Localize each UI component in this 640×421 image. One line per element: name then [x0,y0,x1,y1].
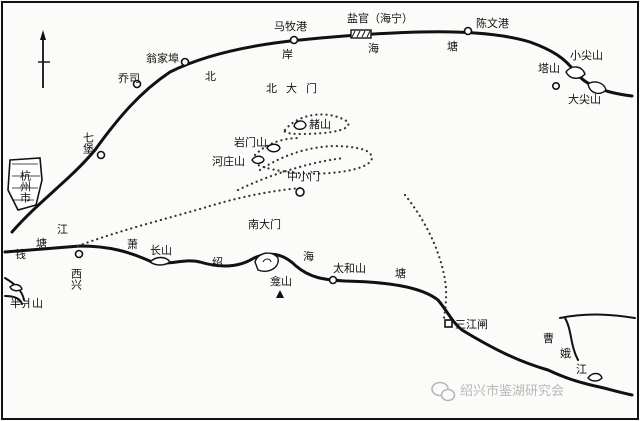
southern-kanshan-hill-icon [254,252,284,298]
qibao-label: 七堡 [82,132,95,154]
watermark-text: 绍兴市鉴湖研究会 [460,383,564,399]
kanshan-south-label: 龛山 [270,274,292,288]
qiantang-char-2: 塘 [36,236,47,250]
taihesan-label: 太和山 [333,262,366,275]
kanshan-hill-icon [293,120,307,130]
kanshan-sandbar [283,113,350,136]
yanguan-seawall-marker [350,29,372,39]
qiantang-char-3: 江 [57,223,68,236]
svg-text:杭州市: 杭州市 [19,169,32,204]
north-sea-char: 海 [368,41,379,55]
mamugang-label: 马牧港 [274,19,307,33]
south-channel-sandbar [76,186,302,248]
xiaojianshan-label: 小尖山 [570,49,603,62]
wengjiabu-marker [180,57,190,67]
north-channel-sandbar-upper [236,156,347,192]
yanguan-label: 盐官（海宁） [347,11,413,25]
south-tang-char: 塘 [395,266,406,280]
qiaosi-marker [132,79,142,89]
caoe-char-3: 江 [576,363,587,376]
north-coastline [10,30,634,234]
hezhuangshan-hill-icon [251,155,265,165]
banshanshan-hill-icon [9,283,23,292]
qiantang-char-1: 钱 [15,247,26,261]
hangzhou-label: 杭州市 [19,169,32,204]
south-channel-label: 南大门 [248,217,281,231]
south-coastline [3,244,634,397]
xiao-char: 萧 [127,238,138,251]
hezhuangshan-label: 河庄山 [212,154,245,168]
yanmenshan-label: 岩门山 [234,135,267,149]
shao-char: 绍 [212,255,223,269]
qibao-marker [96,150,106,160]
wengjiabu-label: 翁家埠 [146,51,179,65]
banshanshan-label: 半爿山 [10,296,43,310]
caoe-char-1: 曹 [543,332,554,345]
wechat-icon [431,381,456,402]
middle-channel-label: 中小门 [287,169,320,183]
tanshan-hill-icon [551,82,560,91]
middle-channel-sandbar [256,144,373,175]
caoe-mouth-hill-icon [587,372,603,382]
sanjiangzha-marker [444,319,453,328]
south-sea-char: 海 [303,249,314,263]
xiaojianshan-hill-icon [565,66,586,79]
dajianshan-label: 大尖山 [568,92,601,106]
middle-island-icon [295,187,305,197]
hangzhou-city-marker [7,157,43,211]
changshan-label: 长山 [150,244,172,257]
north-channel-label: 北大门 [266,81,326,95]
dajianshan-hill-icon [587,81,607,95]
caoe-char-2: 娥 [560,347,571,360]
qiaosi-label: 乔司 [118,72,140,85]
north-arrow-icon [38,30,50,88]
kanshan-label: 赭山 [309,117,331,131]
tanshan-label: 塔山 [538,62,560,75]
taihesan-hill-icon [328,275,338,285]
sanjiangzha-label: 三江闸 [455,318,488,331]
chenwengang-label: 陈文港 [476,16,509,30]
yanmenshan-hill-icon [266,143,281,153]
svg-text:西兴: 西兴 [70,268,83,290]
caoe-river-bank [559,313,636,361]
svg-text:七堡: 七堡 [82,132,95,154]
north-bank-char-1: 北 [205,70,216,83]
mamugang-marker [289,35,299,45]
xixing-label: 西兴 [70,268,83,290]
watermark: 绍兴市鉴湖研究会 [431,381,564,402]
chenwengang-marker [463,26,473,36]
xixing-marker [74,249,84,259]
north-tang-char: 塘 [447,39,458,53]
north-bank-char-2: 岸 [282,48,293,61]
changshan-hill-icon [148,256,171,266]
east-sandbar [403,193,448,320]
